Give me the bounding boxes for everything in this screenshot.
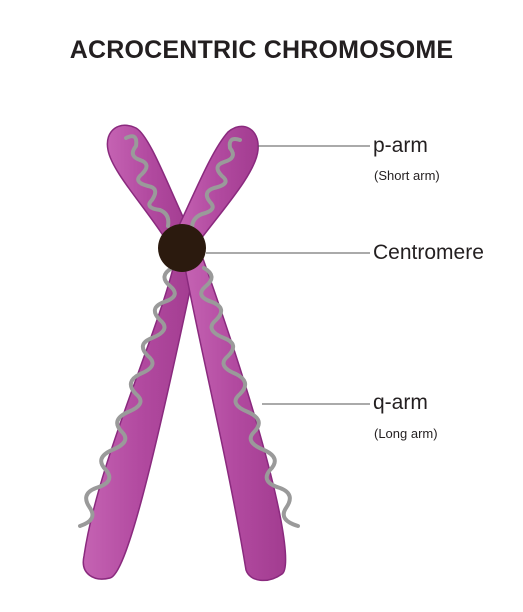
chromatin-coil <box>190 137 242 230</box>
p-arm-right-chromatid <box>174 125 259 241</box>
q-arm-note: (Long arm) <box>374 426 438 441</box>
q-arm-label: q-arm <box>373 391 428 414</box>
diagram-title: ACROCENTRIC CHROMOSOME <box>69 36 454 64</box>
p-arm-label: p-arm <box>373 134 428 157</box>
q-arm-left-chromatid <box>82 255 197 580</box>
chromatin-coil <box>199 266 300 528</box>
chromatin-coil <box>124 134 171 228</box>
p-arm-note: (Short arm) <box>374 168 440 183</box>
chromatin-coil <box>78 266 177 528</box>
centromere-label: Centromere <box>373 241 484 264</box>
q-arm-right-chromatid <box>183 255 287 582</box>
p-arm-left-chromatid <box>106 124 192 241</box>
centromere <box>158 224 206 272</box>
